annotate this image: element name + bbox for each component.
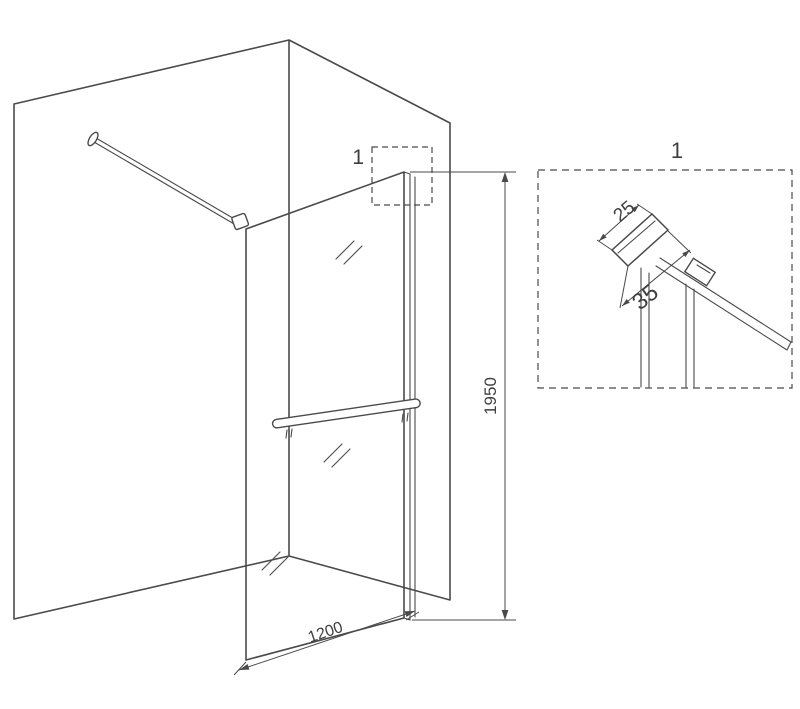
width-extension-lines xyxy=(233,611,420,676)
detail-25-extension-lines xyxy=(596,203,653,251)
detail-callout: 1 xyxy=(352,146,433,206)
wall-profile-inner-line xyxy=(617,220,656,254)
height-dimension-value: 1950 xyxy=(481,377,500,415)
width-dimension: 1200 xyxy=(233,610,420,676)
support-bar-section-rod xyxy=(655,257,792,351)
height-dimension: 1950 xyxy=(410,171,516,621)
glass-section-lines xyxy=(640,267,695,388)
glass-edge-profile-lines xyxy=(403,171,416,621)
detail-35-extension-lines xyxy=(619,230,692,309)
detail-25-arrow-left xyxy=(599,233,607,241)
detail-callout-label: 1 xyxy=(352,146,364,169)
towel-bar xyxy=(271,398,421,439)
glass-hatch-marks xyxy=(261,240,363,576)
detail-35-dimension-line xyxy=(621,249,691,307)
support-bar-glass-clamp xyxy=(231,212,250,231)
detail-dimension-35: 35 xyxy=(627,279,663,315)
width-dimension-line xyxy=(238,610,416,671)
towel-bar-posts xyxy=(285,412,409,439)
height-extension-lines xyxy=(410,171,516,621)
support-bar-rod xyxy=(93,137,244,229)
wall-outline xyxy=(13,39,451,620)
support-bar-section-clamp-detail xyxy=(696,264,711,274)
detail-callout-box xyxy=(371,146,433,206)
width-arrow-left xyxy=(239,664,250,670)
height-arrow-bottom xyxy=(501,610,509,620)
glass-panel xyxy=(245,171,416,661)
detail-view: 1 25 xyxy=(537,138,793,389)
detail-35-arrow-right xyxy=(682,250,690,257)
detail-25-arrow-right xyxy=(631,205,639,213)
width-arrow-right xyxy=(404,611,415,617)
wall-profile-section xyxy=(610,212,670,268)
height-arrow-top xyxy=(501,172,509,182)
detail-dimension-25: 25 xyxy=(610,197,640,227)
detail-view-border xyxy=(537,169,793,389)
detail-35-arrow-left xyxy=(622,299,630,306)
detail-25-dimension-line xyxy=(598,204,640,242)
towel-bar-tube xyxy=(271,398,421,429)
wall-edges xyxy=(13,39,451,620)
support-bar xyxy=(87,131,250,231)
width-dimension-value: 1200 xyxy=(306,619,345,646)
support-bar-section-clamp xyxy=(683,257,717,287)
support-bar-wall-mount xyxy=(87,131,99,147)
detail-view-title: 1 xyxy=(671,138,683,163)
